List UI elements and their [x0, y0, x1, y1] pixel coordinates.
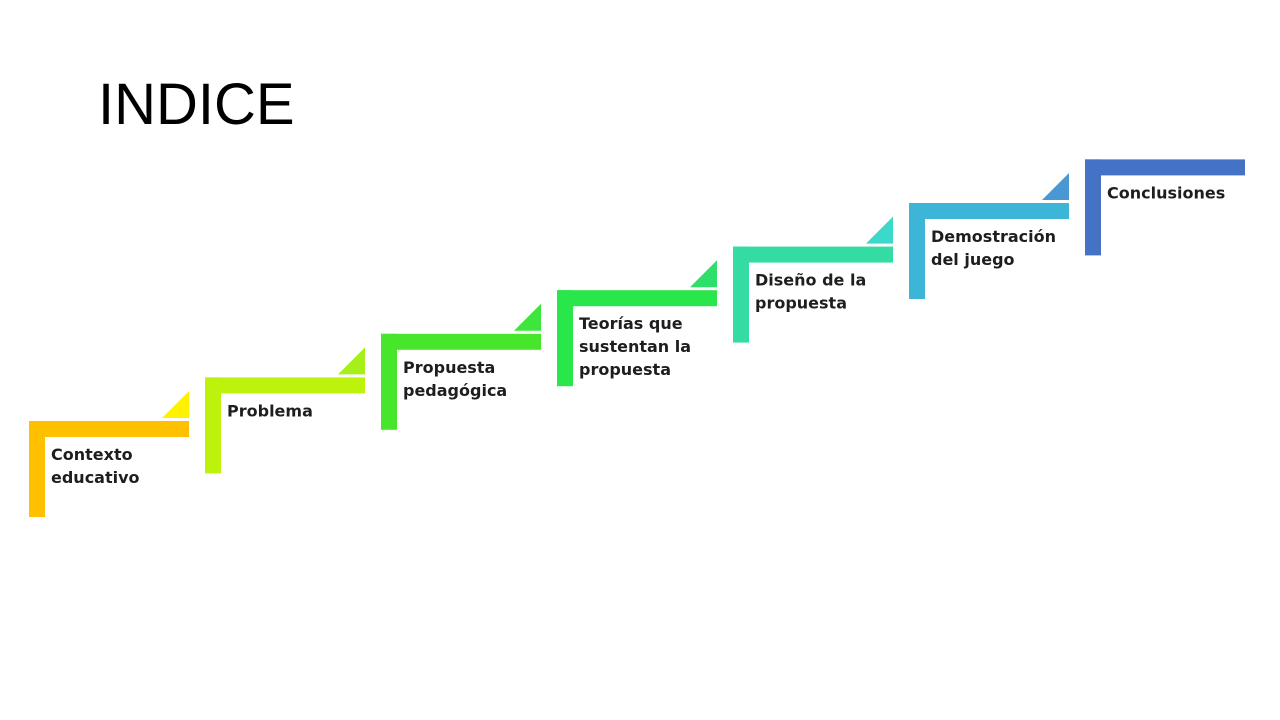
step-2: Problema	[205, 347, 365, 474]
step-bar	[557, 290, 717, 307]
step-leg	[29, 421, 45, 517]
step-label-line: educativo	[51, 468, 140, 487]
step-6: Demostración del juego	[909, 173, 1069, 299]
step-leg	[381, 333, 397, 430]
step-leg	[733, 246, 749, 343]
step-7: Conclusiones	[1085, 159, 1245, 256]
step-1: Contexto educativo	[29, 391, 189, 517]
step-leg	[205, 377, 221, 474]
step-bar	[1085, 159, 1245, 176]
step-connector-tab	[1042, 173, 1069, 200]
step-label-line: Conclusiones	[1107, 183, 1225, 202]
step-label-line: Diseño de la	[755, 271, 866, 290]
step-label-line: del juego	[931, 250, 1015, 269]
step-connector-tab	[690, 260, 717, 288]
step-leg	[557, 290, 573, 387]
step-label-line: sustentan la	[579, 337, 691, 356]
step-label-line: Demostración	[931, 227, 1056, 246]
slide-title: INDICE	[98, 72, 295, 137]
step-label-line: Propuesta	[403, 358, 495, 377]
step-leg	[1085, 159, 1101, 256]
step-label-line: propuesta	[579, 360, 671, 379]
step-bar	[205, 377, 365, 394]
step-connector-tab	[514, 303, 541, 331]
step-bar	[909, 203, 1069, 219]
step-label-line: Teorías que	[579, 314, 683, 333]
step-label-line: pedagógica	[403, 381, 507, 400]
step-bar	[29, 421, 189, 437]
step-label-line: Contexto	[51, 445, 133, 464]
step-5: Diseño de la propuesta	[733, 216, 893, 343]
step-4: Teorías que sustentan la propuesta	[557, 260, 717, 387]
step-label-line: Problema	[227, 401, 313, 420]
step-bar	[381, 333, 541, 350]
step-connector-tab	[162, 391, 189, 418]
step-bar	[733, 246, 893, 263]
step-connector-tab	[338, 347, 365, 375]
step-label-line: propuesta	[755, 294, 847, 313]
step-3: Propuesta pedagógica	[381, 303, 541, 430]
step-connector-tab	[866, 216, 893, 244]
step-leg	[909, 203, 925, 299]
